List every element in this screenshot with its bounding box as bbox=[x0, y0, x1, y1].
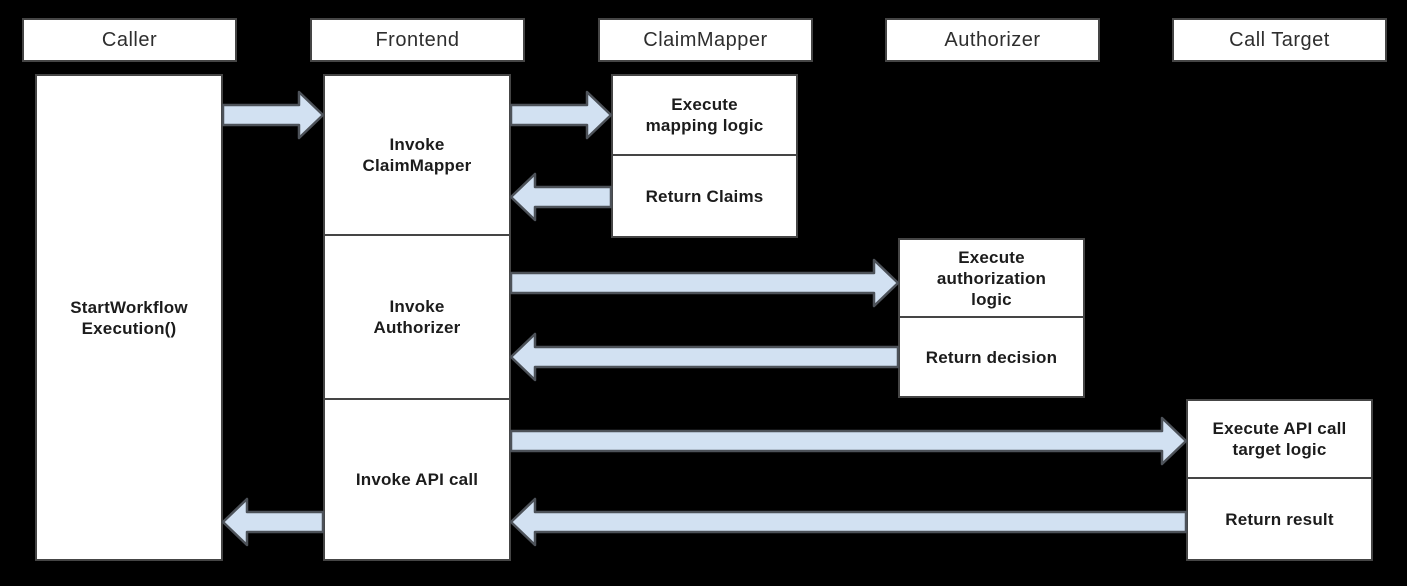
task-invoke-api-call: Invoke API call bbox=[323, 400, 511, 561]
task-return-decision: Return decision bbox=[898, 318, 1085, 398]
column-header-claimmapper: ClaimMapper bbox=[598, 18, 813, 62]
task-invoke-authorizer: Invoke Authorizer bbox=[323, 236, 511, 400]
column-header-frontend: Frontend bbox=[310, 18, 525, 62]
arrow-frontend-to-authorizer bbox=[509, 258, 900, 308]
column-header-caller: Caller bbox=[22, 18, 237, 62]
call-target-activation-group: Execute API call target logic Return res… bbox=[1186, 399, 1373, 561]
claimmapper-activation-group: Execute mapping logic Return Claims bbox=[611, 74, 798, 238]
task-return-claims: Return Claims bbox=[611, 156, 798, 238]
arrow-frontend-to-claimmapper bbox=[509, 90, 613, 140]
task-execute-api-call-target-logic: Execute API call target logic bbox=[1186, 399, 1373, 479]
column-header-authorizer: Authorizer bbox=[885, 18, 1100, 62]
frontend-activation-group: Invoke ClaimMapper Invoke Authorizer Inv… bbox=[323, 74, 511, 561]
task-return-result: Return result bbox=[1186, 479, 1373, 561]
task-execute-mapping-logic: Execute mapping logic bbox=[611, 74, 798, 156]
task-invoke-claimmapper: Invoke ClaimMapper bbox=[323, 74, 511, 236]
arrow-authorizer-to-frontend bbox=[509, 332, 900, 382]
caller-activation-group: StartWorkflow Execution() bbox=[35, 74, 223, 561]
arrow-caller-to-frontend bbox=[221, 90, 325, 140]
arrow-frontend-to-caller bbox=[221, 497, 325, 547]
authorizer-activation-group: Execute authorization logic Return decis… bbox=[898, 238, 1085, 398]
arrow-claimmapper-to-frontend bbox=[509, 172, 613, 222]
arrow-call-target-to-frontend bbox=[509, 497, 1188, 547]
task-execute-authorization-logic: Execute authorization logic bbox=[898, 238, 1085, 318]
task-startworkflow-execution: StartWorkflow Execution() bbox=[35, 74, 223, 561]
arrow-frontend-to-call-target bbox=[509, 416, 1188, 466]
column-header-call-target: Call Target bbox=[1172, 18, 1387, 62]
